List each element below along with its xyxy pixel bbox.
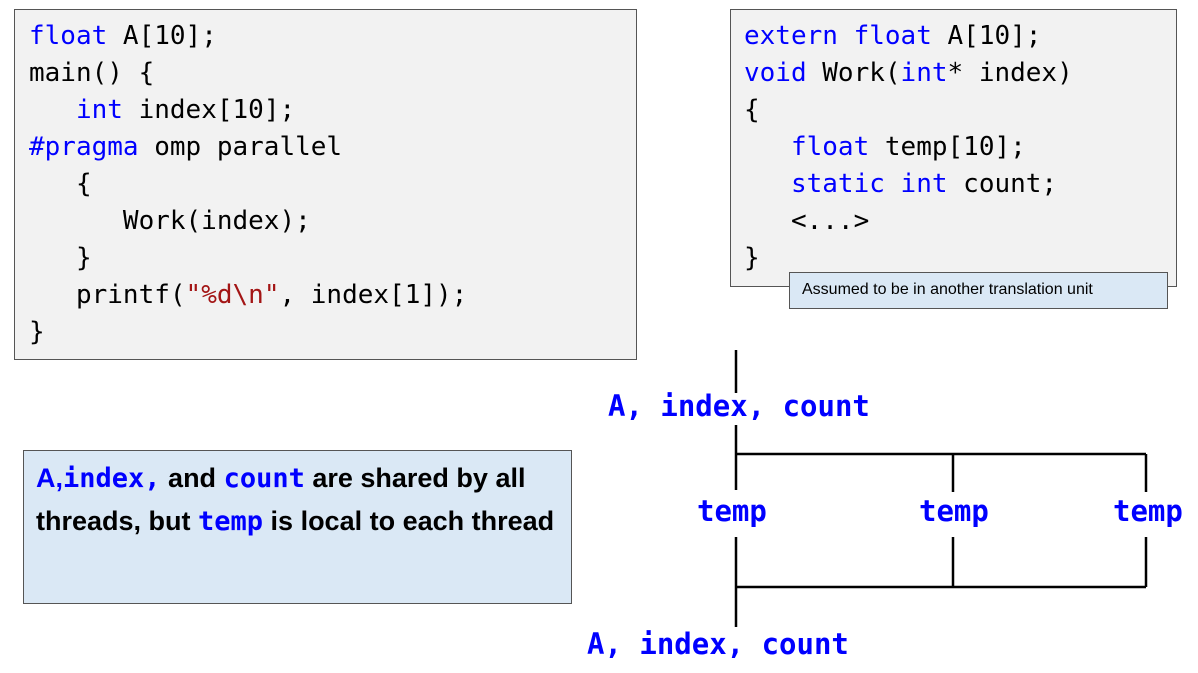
code-line: <...> xyxy=(744,203,1176,240)
code-line: float temp[10]; xyxy=(744,129,1176,166)
callout-rest2: is local to each thread xyxy=(263,506,555,536)
code-text: } xyxy=(744,243,760,273)
code-keyword: extern xyxy=(744,21,838,51)
callout-rest1: are shared by all threads, but xyxy=(36,463,526,536)
code-keyword: float xyxy=(853,21,932,51)
code-text: main() { xyxy=(29,58,155,88)
code-text: Work( xyxy=(806,58,901,88)
callout-and: and xyxy=(160,463,224,493)
code-line: #pragma omp parallel xyxy=(29,129,636,166)
code-line: float A[10]; xyxy=(29,18,636,55)
code-text: { xyxy=(744,95,760,125)
code-text: } xyxy=(29,317,45,347)
work-code-block: extern float A[10];void Work(int* index)… xyxy=(730,9,1177,287)
code-keyword: float xyxy=(790,132,870,162)
code-line: } xyxy=(744,240,1176,277)
code-text: A[10]; xyxy=(931,21,1042,51)
code-keyword: int xyxy=(900,169,948,199)
code-line: extern float A[10]; xyxy=(744,18,1176,55)
code-text: omp parallel xyxy=(138,132,343,162)
code-keyword: #pragma xyxy=(29,132,139,162)
code-line: static int count; xyxy=(744,166,1176,203)
main-code-block: float A[10];main() { int index[10];#prag… xyxy=(14,9,637,360)
code-line: Work(index); xyxy=(29,203,636,240)
callout-temp: temp xyxy=(198,506,264,537)
callout-count: count xyxy=(223,463,305,494)
code-line: printf("%d\n", index[1]); xyxy=(29,277,636,314)
code-line: void Work(int* index) xyxy=(744,55,1176,92)
code-line: } xyxy=(29,314,636,351)
code-text: count; xyxy=(947,169,1058,199)
code-keyword: void xyxy=(744,58,807,88)
code-string: "%d\n" xyxy=(185,280,280,310)
code-text: <...> xyxy=(744,206,870,236)
code-text: temp[10]; xyxy=(869,132,1026,162)
code-line: { xyxy=(29,166,636,203)
code-text: { xyxy=(29,169,92,199)
code-text: Work(index); xyxy=(29,206,311,236)
code-text: , index[1]); xyxy=(279,280,468,310)
shared-vars-bottom-label: A, index, count xyxy=(587,627,849,661)
code-line: { xyxy=(744,92,1176,129)
temp-label-thread-2: temp xyxy=(919,494,989,528)
callout-a: A, xyxy=(36,463,63,493)
code-text: printf( xyxy=(29,280,186,310)
shared-vs-local-callout: A,index, and count are shared by all thr… xyxy=(23,450,572,604)
code-keyword: static xyxy=(790,169,885,199)
callout-index: index, xyxy=(63,463,161,494)
code-keyword: int xyxy=(75,95,123,125)
code-keyword: float xyxy=(29,21,108,51)
translation-unit-note: Assumed to be in another translation uni… xyxy=(789,272,1168,309)
code-line: int index[10]; xyxy=(29,92,636,129)
temp-label-thread-3: temp xyxy=(1113,494,1183,528)
code-keyword: int xyxy=(900,58,948,88)
code-line: main() { xyxy=(29,55,636,92)
code-text: index[10]; xyxy=(122,95,296,125)
code-text: } xyxy=(29,243,92,273)
shared-vars-top-label: A, index, count xyxy=(608,389,870,423)
temp-label-thread-1: temp xyxy=(697,494,767,528)
code-text: A[10]; xyxy=(107,21,217,51)
code-text: * index) xyxy=(947,58,1073,88)
code-line: } xyxy=(29,240,636,277)
